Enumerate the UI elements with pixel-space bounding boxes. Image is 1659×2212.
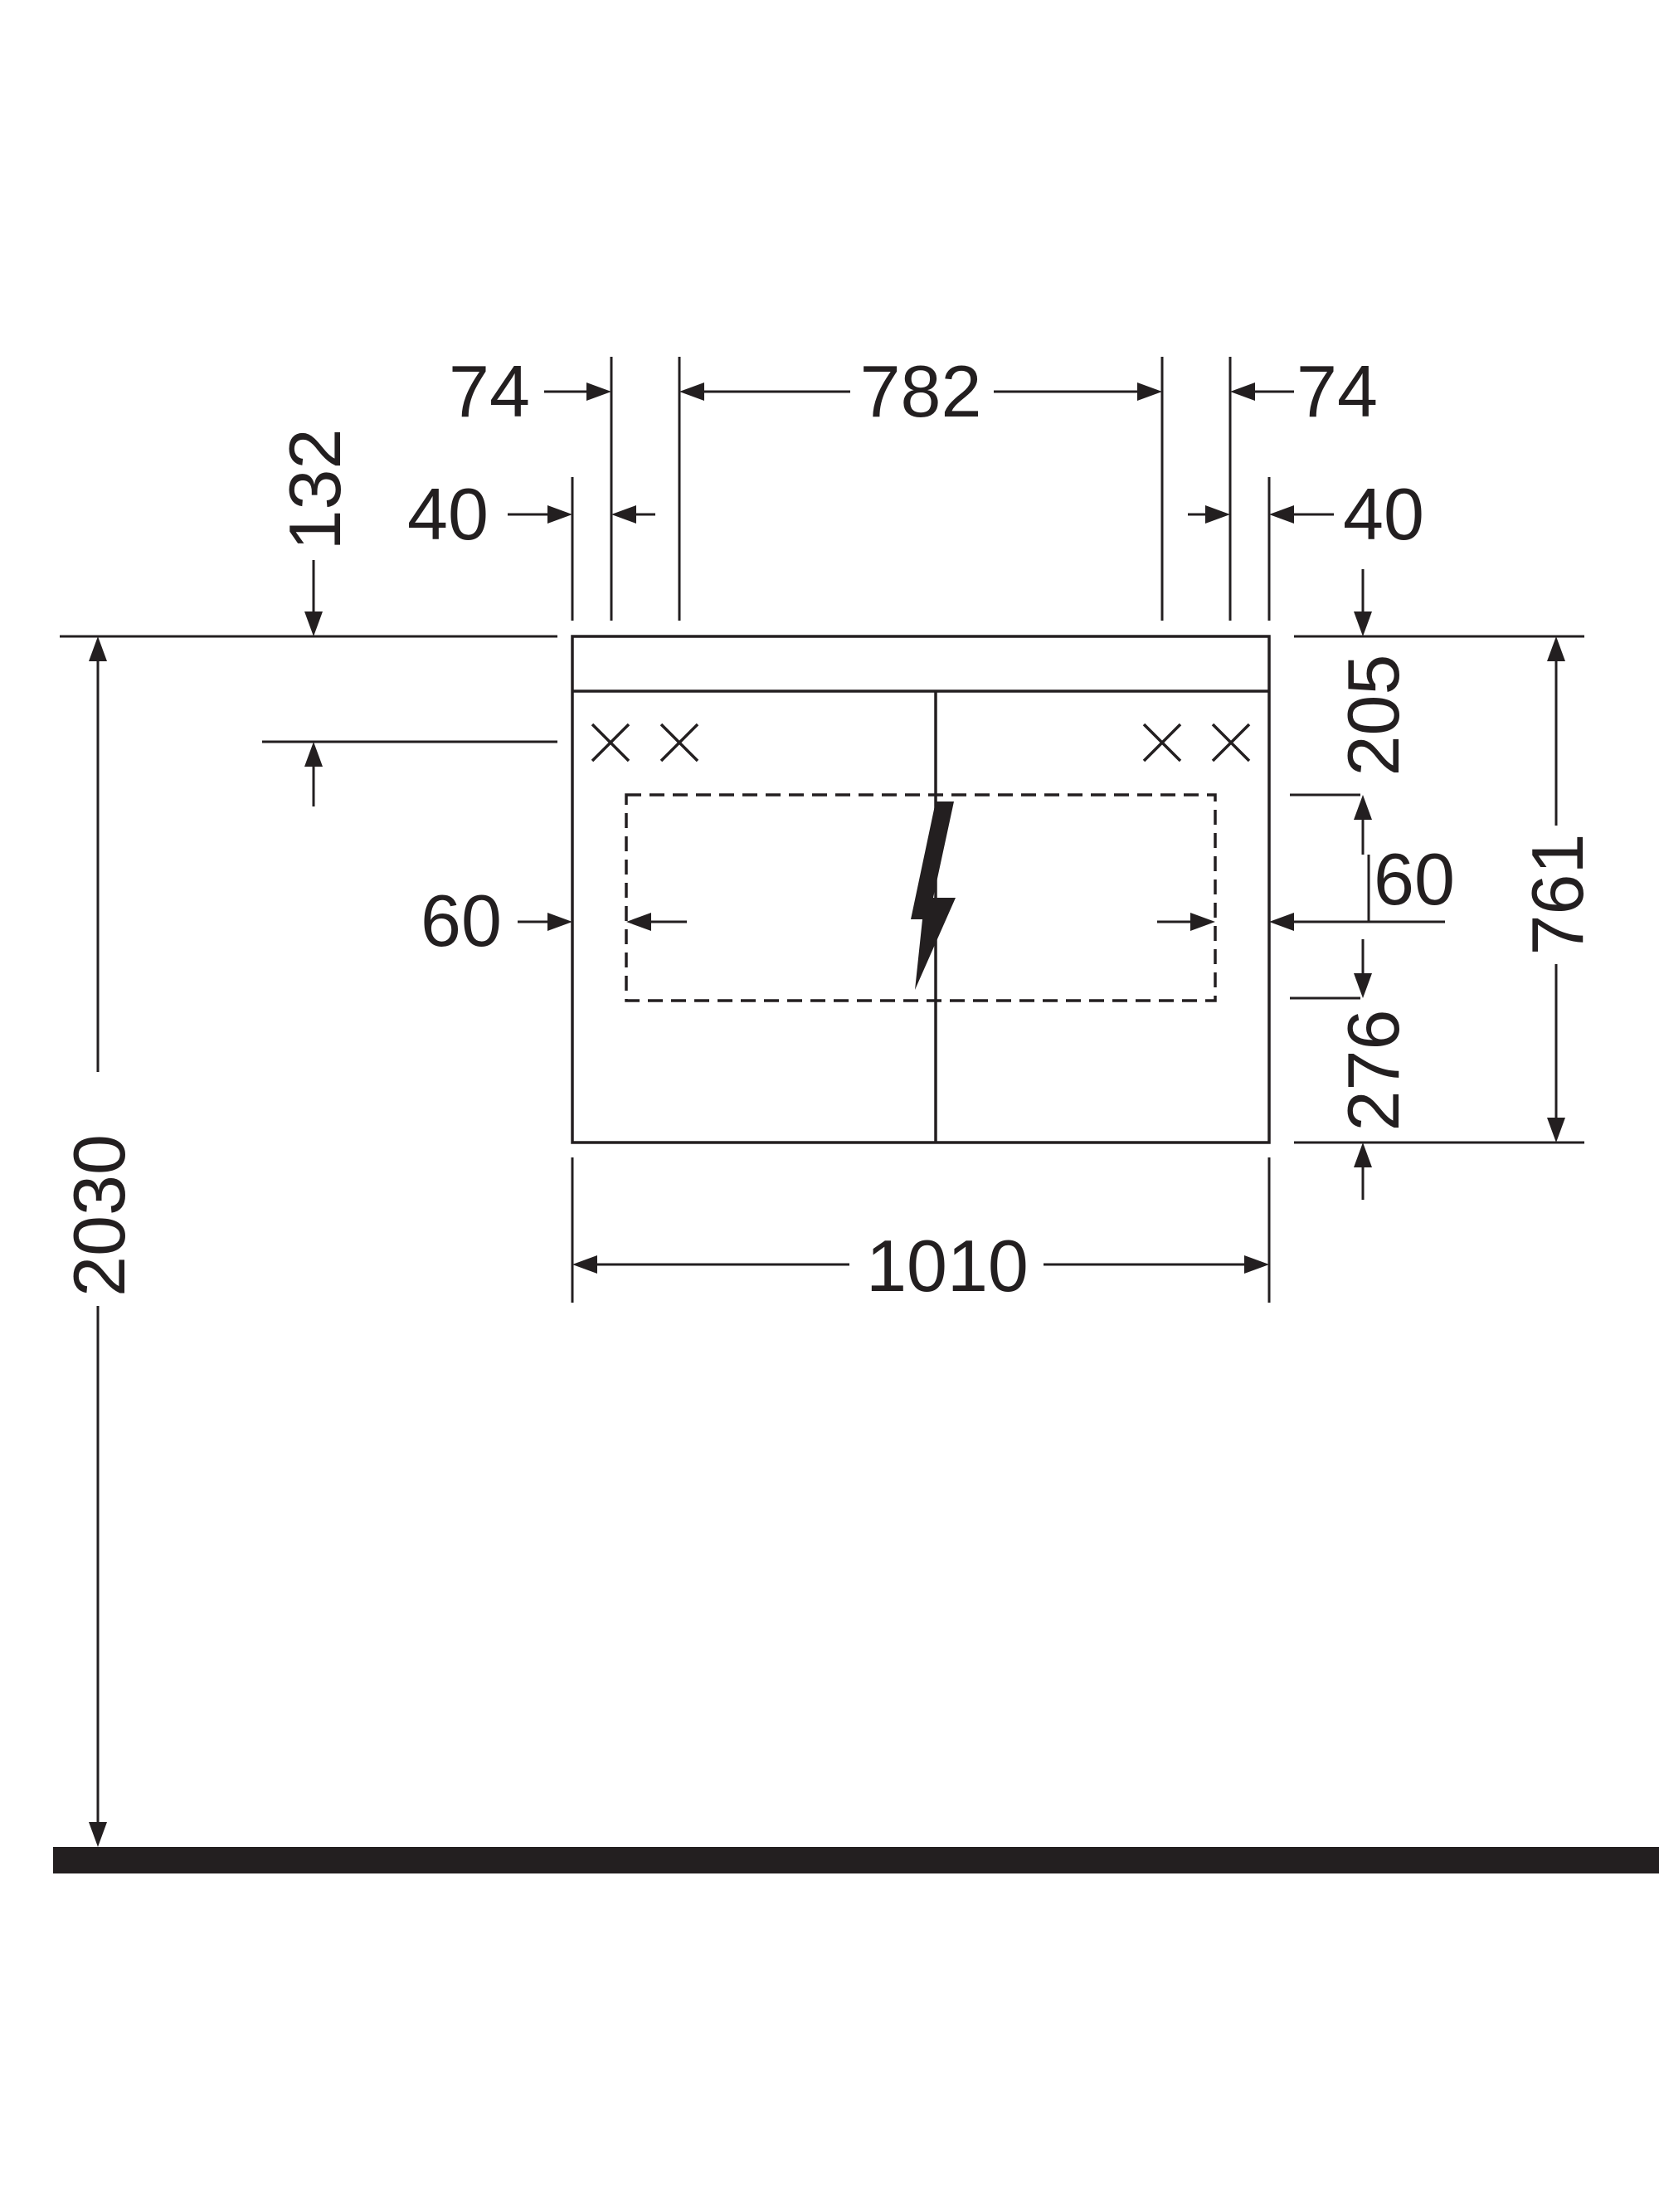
dim-top-left-74: 74 <box>449 350 530 432</box>
cross-mark-icon <box>1142 723 1182 763</box>
right-dimension-group: 205 60 276 761 <box>1157 569 1598 1200</box>
lightning-bolt-icon <box>911 801 956 990</box>
dim-upper-right-40: 40 <box>1343 473 1424 555</box>
dim-top-right-74: 74 <box>1297 350 1378 432</box>
dim-right-60: 60 <box>1374 838 1455 920</box>
dim-upper-left-40: 40 <box>407 473 489 555</box>
cross-mark-icon <box>1211 723 1251 763</box>
cross-mark-icon <box>591 723 630 763</box>
dim-bottom-1010: 1010 <box>866 1225 1029 1307</box>
left-dimension-group: 132 60 2030 <box>58 429 687 1847</box>
dim-left-60: 60 <box>421 879 502 962</box>
cross-mark-icon <box>659 723 699 763</box>
dim-right-205: 205 <box>1332 655 1414 777</box>
dim-right-276: 276 <box>1332 1010 1414 1132</box>
dim-right-761: 761 <box>1516 834 1598 956</box>
cabinet <box>571 635 1271 1144</box>
bottom-dimension-group: 1010 <box>571 1157 1271 1307</box>
dim-top-782: 782 <box>860 350 982 432</box>
cutout-dashed-outline <box>625 793 1217 1002</box>
dim-left-132: 132 <box>274 429 356 551</box>
dim-height-2030: 2030 <box>58 1134 140 1297</box>
fixing-points <box>591 723 1251 763</box>
floor-line <box>53 1847 1659 1873</box>
top-dimension-group: 74 782 74 40 40 <box>407 350 1424 621</box>
cabinet-outline <box>571 635 1271 1144</box>
